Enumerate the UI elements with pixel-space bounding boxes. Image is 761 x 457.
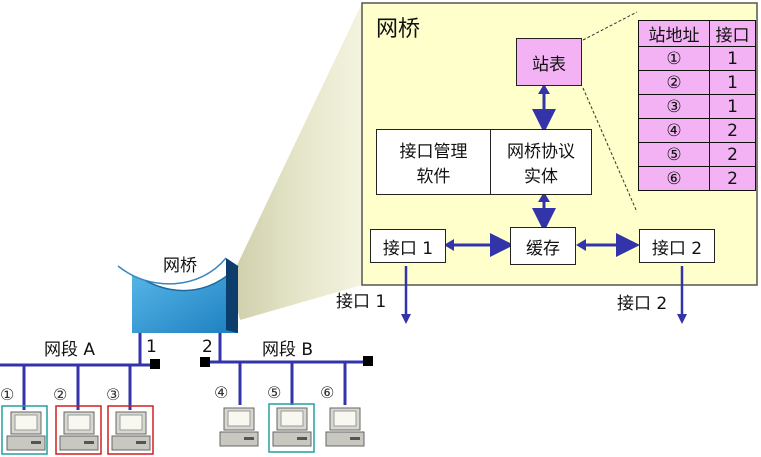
station-cell: ③: [638, 94, 710, 119]
proto-line1: 网桥协议: [507, 142, 575, 162]
port-cell: 1: [709, 46, 756, 71]
station-2-label: ②: [53, 385, 68, 404]
port-cell: 2: [709, 166, 756, 191]
computer-icon: [6, 411, 46, 451]
panel-title: 网桥: [376, 17, 421, 42]
mgmt-line1: 接口管理: [399, 142, 468, 162]
port-cell: 2: [709, 142, 756, 167]
protocol-entity: 网桥协议 实体: [491, 130, 591, 194]
station-5-label: ⑤: [267, 383, 282, 402]
station-cell: ①: [638, 46, 710, 71]
computer-icon: [219, 407, 259, 447]
segment-a-label: 网段 A: [44, 340, 96, 360]
interface-2-box: 接口 2: [639, 229, 715, 263]
segment-b-label: 网段 B: [262, 340, 314, 360]
proto-line2: 实体: [524, 167, 558, 187]
station-cell: ②: [638, 70, 710, 95]
station-table-box: 站表: [516, 38, 582, 86]
buffer-box: 缓存: [510, 227, 576, 265]
external-port2-label: 接口 2: [617, 294, 668, 314]
bridge-device: [117, 257, 239, 333]
zoom-cone: [230, 3, 362, 320]
port-cell: 2: [709, 118, 756, 143]
table-header-row: 站地址 接口: [638, 20, 756, 47]
header-address: 站地址: [638, 20, 710, 47]
computer-icon: [59, 411, 99, 451]
interface-1-box: 接口 1: [370, 229, 446, 263]
computer-icon: [325, 407, 365, 447]
computer-icon: [111, 411, 151, 451]
computer-icon: [272, 407, 312, 447]
bridge-label: 网桥: [163, 256, 197, 276]
station-1-label: ①: [0, 385, 15, 404]
station-4-label: ④: [214, 383, 229, 402]
mgmt-software: 接口管理 软件: [377, 130, 491, 194]
bridge-port-2: 2: [202, 337, 213, 357]
header-port: 接口: [709, 20, 756, 47]
port-cell: 1: [709, 94, 756, 119]
station-3-label: ③: [106, 385, 121, 404]
external-port1-label: 接口 1: [336, 292, 387, 312]
station-cell: ⑥: [638, 166, 710, 191]
bridge-port-1: 1: [146, 337, 157, 357]
station-cell: ⑤: [638, 142, 710, 167]
station-cell: ④: [638, 118, 710, 143]
mgmt-protocol-box: 接口管理 软件 网桥协议 实体: [376, 129, 592, 195]
station-6-label: ⑥: [320, 383, 335, 402]
mgmt-line2: 软件: [416, 167, 451, 187]
port-cell: 1: [709, 70, 756, 95]
